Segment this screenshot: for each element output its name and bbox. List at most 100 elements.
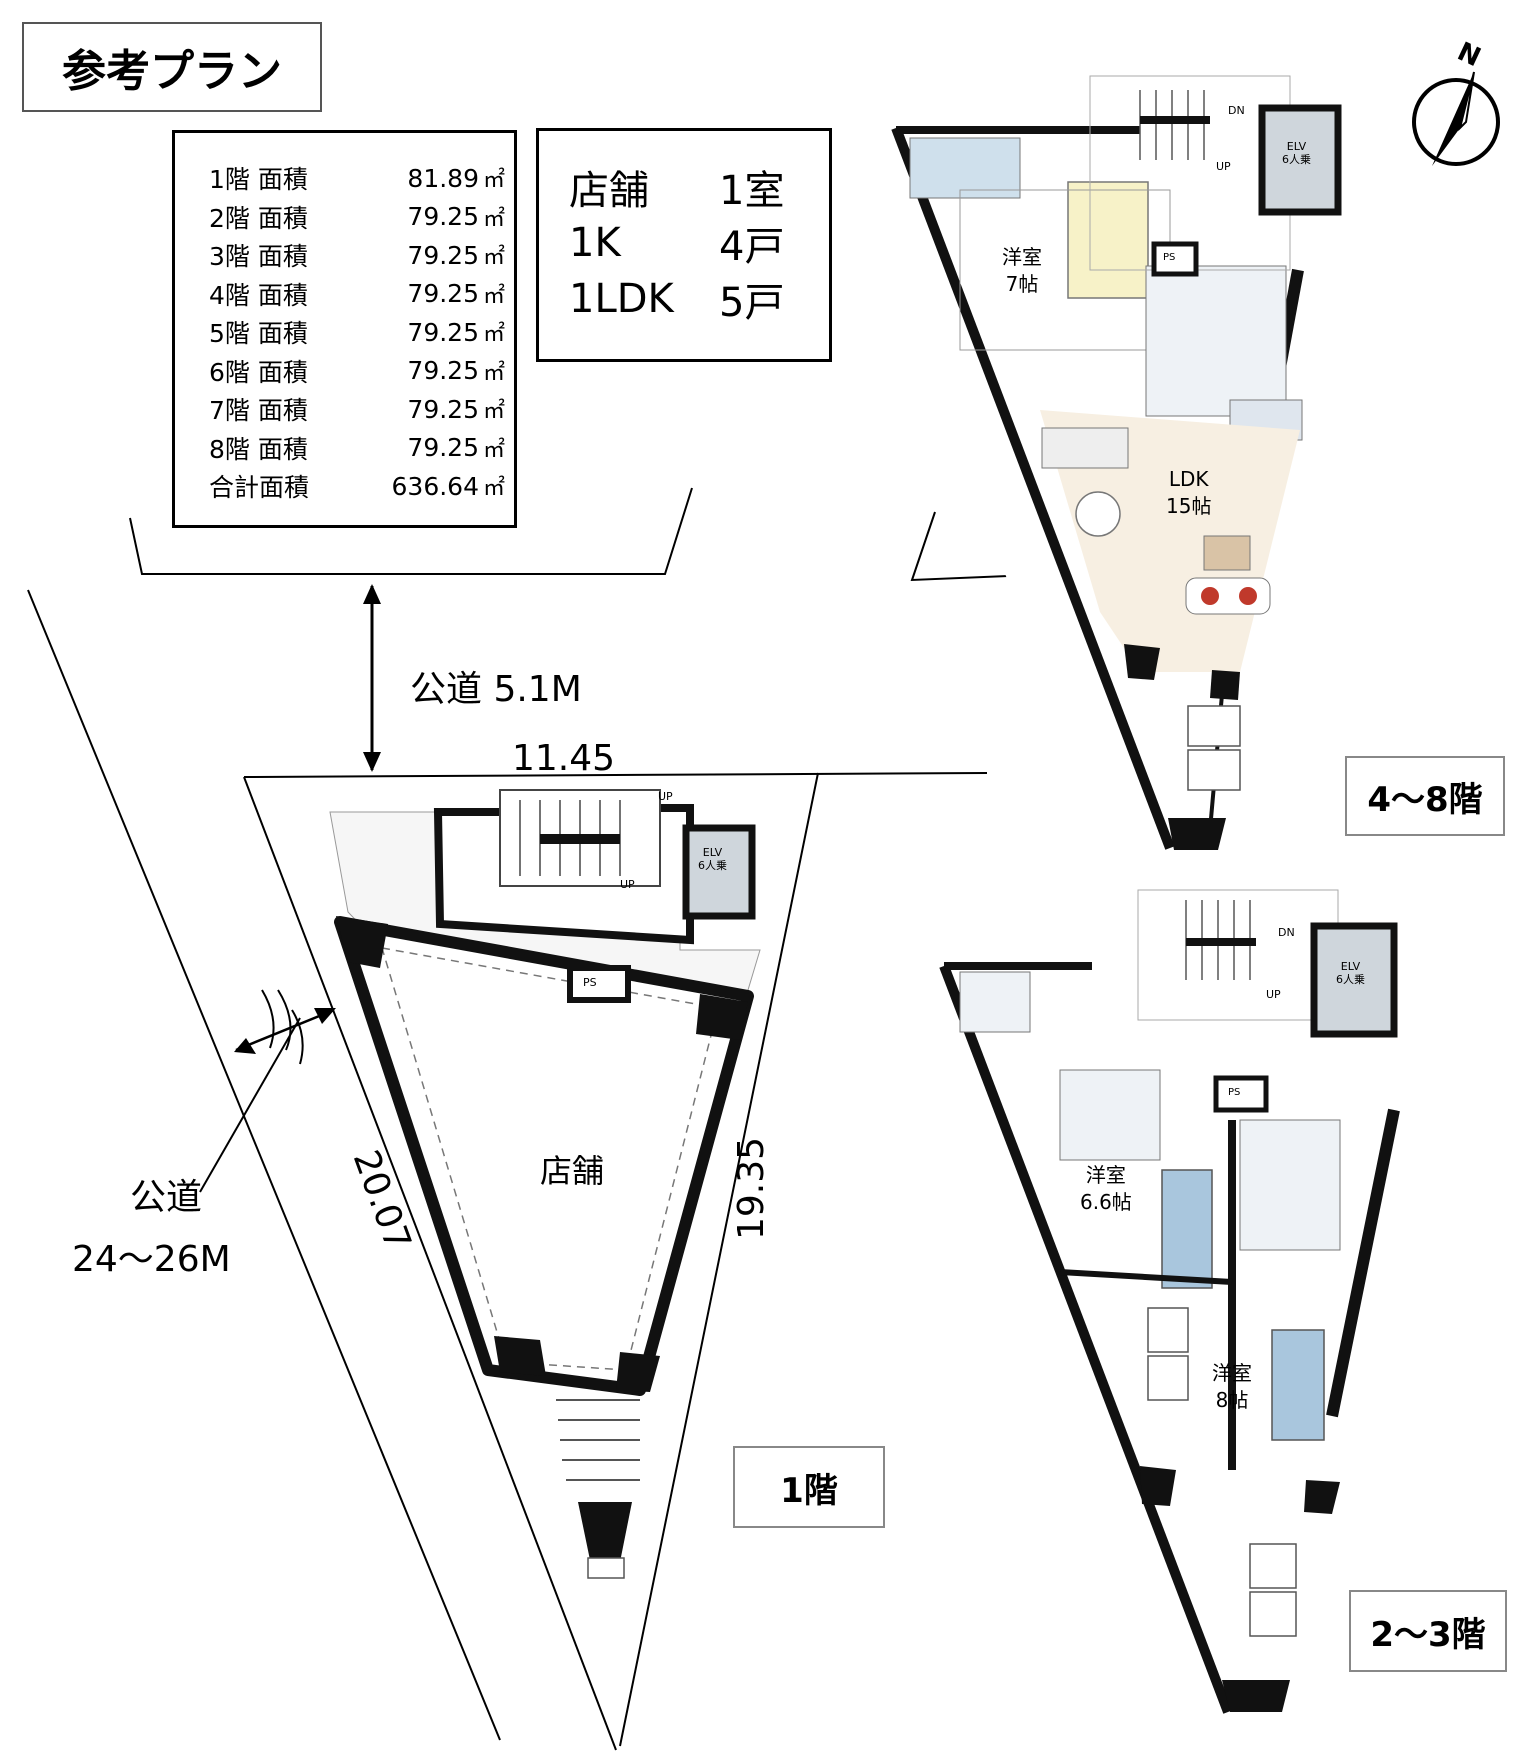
upper-floor-plan — [891, 75, 1342, 850]
area-row-4f: 4階 面積 79.25 ㎡ — [209, 275, 514, 314]
bracket-line — [129, 487, 693, 575]
area-unit: ㎡ — [483, 245, 506, 271]
ground-stair-up-label-2: UP — [658, 790, 673, 803]
middle-western-a-label: 洋室 6.6帖 — [1080, 1162, 1132, 1216]
middle-stair-dn-label: DN — [1278, 926, 1295, 939]
site-line-west — [243, 776, 617, 1751]
stair-landing — [1140, 116, 1210, 124]
stair-landing — [540, 834, 620, 844]
area-row-total: 合計面積 636.64 ㎡ — [209, 467, 514, 506]
unit-count: 4戸 — [719, 224, 785, 270]
arrow-head — [234, 1038, 256, 1054]
store-label: 店舗 — [540, 1152, 605, 1190]
floor-label-ground: 1階 — [733, 1446, 885, 1528]
column — [1222, 1680, 1290, 1712]
upper-elevator — [1258, 104, 1342, 216]
area-row-value: 79.25 — [407, 279, 479, 309]
area-row-value: 636.64 — [391, 471, 479, 501]
middle-stair-up-label: UP — [1266, 988, 1281, 1001]
upper-stair-dn-label: DN — [1228, 104, 1245, 117]
middle-bath-b — [1239, 1119, 1341, 1251]
wave-mark — [291, 1009, 304, 1065]
area-row-1f: 1階 面積 81.89 ㎡ — [209, 159, 514, 198]
floor-mark — [587, 1557, 625, 1579]
room-size: 6.6帖 — [1080, 1190, 1132, 1214]
site-line-north — [243, 772, 988, 778]
road-line-west — [27, 589, 501, 1741]
middle-bed-b — [1271, 1329, 1325, 1441]
upper-elevator-label: ELV 6人乗 — [1282, 140, 1311, 166]
elevator-capacity: 6人乗 — [1282, 153, 1311, 167]
column — [1140, 1466, 1176, 1506]
middle-west-wall — [939, 964, 1233, 1714]
upper-wet-core — [1145, 265, 1287, 417]
plan-title: 参考プラン — [22, 22, 322, 112]
dining-table — [1075, 491, 1121, 537]
road-north-label: 公道 5.1M — [410, 669, 582, 710]
road-access-arrow — [235, 1008, 335, 1052]
road-west-width: 24～26M — [72, 1239, 231, 1280]
area-row-value: 79.25 — [407, 394, 479, 424]
unit-mix-box: 店舗 1室 1K 4戸 1LDK 5戸 — [536, 128, 832, 362]
ground-elevator-label: ELV 6人乗 — [698, 846, 727, 872]
area-unit: ㎡ — [483, 399, 506, 425]
column — [616, 1352, 660, 1392]
column — [1210, 670, 1240, 700]
elevator-capacity: 6人乗 — [698, 859, 727, 873]
balcony-mark — [1147, 1355, 1189, 1401]
area-row-5f: 5階 面積 79.25 ㎡ — [209, 313, 514, 352]
room-name: LDK — [1168, 467, 1209, 491]
middle-floor-plan — [939, 889, 1400, 1714]
ground-ps-label: PS — [583, 976, 597, 989]
unit-type: 1LDK — [569, 276, 674, 322]
area-row-label: 6階 面積 — [209, 357, 308, 387]
room-name: 洋室 — [1212, 1361, 1252, 1385]
compass-needle — [1432, 72, 1474, 166]
coffee-table — [1203, 535, 1251, 571]
unit-type: 店舗 — [569, 168, 649, 214]
unit-mix-row: 1LDK 5戸 — [569, 271, 829, 327]
room-size: 15帖 — [1166, 494, 1212, 518]
bike-parking — [556, 1399, 640, 1481]
elevator-text: ELV — [1286, 140, 1307, 153]
elevator-capacity: 6人乗 — [1336, 973, 1365, 987]
area-row-value: 79.25 — [407, 356, 479, 386]
area-row-label: 3階 面積 — [209, 242, 308, 272]
area-row-value: 81.89 — [407, 163, 479, 193]
area-row-8f: 8階 面積 79.25 ㎡ — [209, 429, 514, 468]
area-unit: ㎡ — [483, 476, 506, 502]
column — [1304, 1480, 1340, 1514]
unit-mix-row: 店舗 1室 — [569, 159, 829, 215]
walk-in-closet — [909, 137, 1021, 199]
balcony-mark — [1147, 1307, 1189, 1353]
upper-kitchen — [1041, 427, 1129, 469]
area-row-value: 79.25 — [407, 240, 479, 270]
area-table: 1階 面積 81.89 ㎡ 2階 面積 79.25 ㎡ 3階 面積 79.25 … — [172, 130, 517, 528]
column — [1168, 818, 1226, 850]
area-unit: ㎡ — [483, 168, 506, 194]
column — [494, 1336, 546, 1376]
ground-floor-plan — [329, 789, 761, 1579]
column — [336, 916, 388, 968]
floor-label-middle: 2～3階 — [1349, 1590, 1507, 1672]
area-unit: ㎡ — [483, 437, 506, 463]
balcony-mark — [1249, 1543, 1297, 1589]
sofa-cushion — [1201, 587, 1219, 605]
bracket-line-right — [910, 511, 1009, 582]
area-unit: ㎡ — [483, 322, 506, 348]
upper-western-label: 洋室 7帖 — [1002, 244, 1042, 298]
road-west-label: 公道 — [130, 1177, 203, 1218]
compass-needle-light — [1458, 71, 1475, 132]
area-row-label: 7階 面積 — [209, 396, 308, 426]
middle-bath-a — [1059, 1069, 1161, 1161]
area-row-label: 1階 面積 — [209, 165, 308, 195]
sofa-cushion — [1239, 587, 1257, 605]
middle-core-outline — [1137, 889, 1339, 1021]
area-row-label: 2階 面積 — [209, 203, 308, 233]
column — [696, 994, 748, 1040]
middle-ps-label: PS — [1228, 1087, 1241, 1098]
area-row-label: 8階 面積 — [209, 434, 308, 464]
area-unit: ㎡ — [483, 360, 506, 386]
wave-mark — [261, 989, 275, 1049]
elevator-shaft — [682, 824, 756, 920]
